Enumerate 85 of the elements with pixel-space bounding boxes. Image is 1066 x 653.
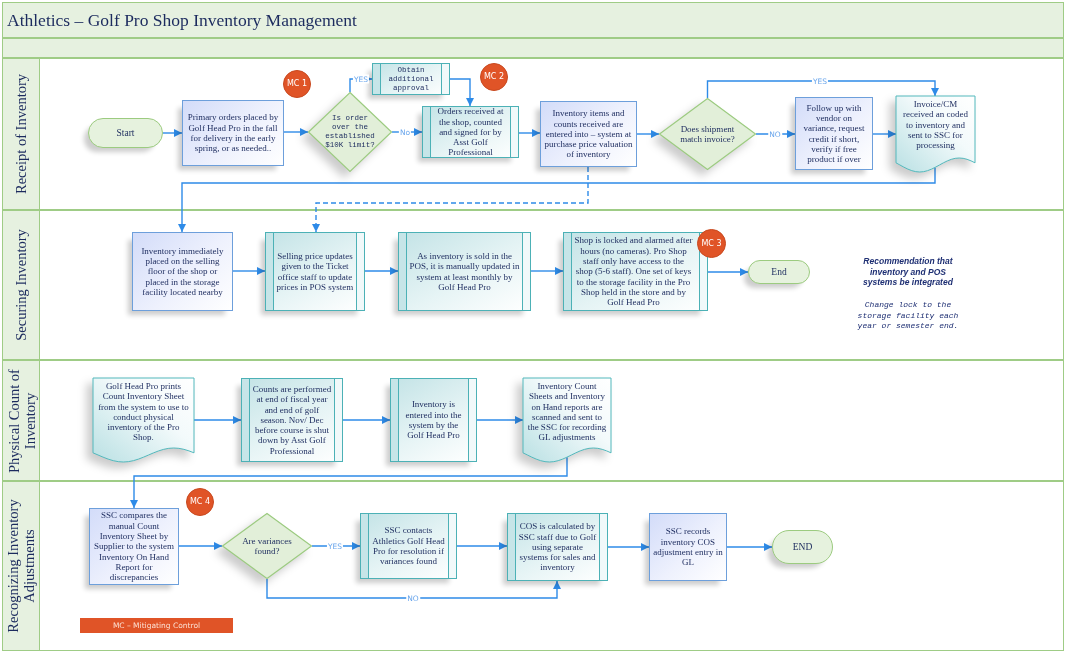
process-box	[540, 101, 637, 167]
document-text: Inventory Count Sheets and Inventory on Hand reports are scanned and sent to the SSC for recording GL adjustments	[527, 381, 607, 443]
swimlane	[2, 360, 1064, 481]
decision-diamond	[659, 98, 756, 170]
decision-text: Are variances found?	[241, 535, 293, 557]
terminator-label: End	[771, 266, 787, 278]
mc-label: MC 3	[701, 238, 722, 249]
document-text: Golf Head Pro prints Count Inventory Sheet from the system to use to conduct physical inventory of the Pro Shop.	[97, 381, 190, 443]
step-text: Follow up with vendor on variance, request credit if short, verify if free product if over	[802, 102, 866, 165]
step-text: As inventory is sold in the POS, it is manually updated in system at least monthly by Golf Head Pro	[409, 250, 520, 293]
step-text: Counts are performed at end of fiscal year and end of golf season. Nov/ Dec before course is shut down by Asst Golf Professional	[252, 383, 332, 457]
lane-title: Receipt of Inventory	[13, 73, 29, 196]
mc-label: MC 2	[483, 72, 505, 82]
step-text: COS is calculated by SSC staff due to Golf using separate systems for sales and inventory	[518, 521, 597, 573]
document-shape	[93, 378, 194, 462]
arrow	[130, 456, 568, 509]
mc-circle	[697, 229, 726, 258]
step-text: SSC records inventory COS adjustment entry in GL	[653, 526, 723, 568]
arrow	[266, 578, 561, 599]
terminator	[748, 260, 810, 284]
arrow	[872, 130, 897, 138]
arrow	[283, 128, 309, 136]
mc-label: MC 1	[286, 79, 308, 89]
arrow	[706, 80, 939, 99]
process-box	[182, 100, 284, 166]
swimlane	[2, 210, 1064, 360]
subprocess-box	[507, 513, 608, 581]
step-text: Inventory items and counts received are entered into – system at purchase price valuation of inventory	[544, 108, 633, 160]
swimlane	[2, 58, 1064, 210]
arrow	[364, 267, 399, 275]
mc-label: MC 4	[189, 497, 211, 507]
subprocess-box	[390, 378, 477, 462]
arrow	[476, 416, 524, 424]
diagram-title: Athletics – Golf Pro Shop Inventory Management	[7, 10, 357, 30]
arrow	[636, 130, 660, 138]
step-text: Shop is locked and alarmed after hours (no cameras). Pro Shop staff only have access to the shop (5-6 staff). One set of keys to the storage facility in the Pro Shop held in the store and by Golf Head Pro	[574, 235, 693, 308]
subprocess-box	[265, 232, 365, 311]
decision-diamond	[222, 513, 312, 579]
step-text: Selling price updates given to the Ticket office staff to update prices in POS system	[276, 250, 354, 293]
arrow	[232, 267, 266, 275]
terminator-label: END	[792, 541, 813, 553]
step-text: Primary orders placed by Golf Head Pro in the fall for delivery in the early spring, or as needed..	[186, 112, 280, 154]
note-text: Recommendation that inventory and POS systems be integrated	[862, 256, 954, 288]
arrow	[518, 129, 541, 137]
swimlane	[2, 481, 1064, 651]
arrow	[342, 416, 391, 424]
mc-circle	[480, 63, 508, 91]
document-shape	[523, 378, 611, 462]
lane-title: Physical Count of Inventory	[5, 367, 37, 475]
subprocess-box	[422, 106, 519, 158]
decision-text: Does shipment match invoice?	[679, 123, 736, 145]
arrow	[726, 543, 773, 551]
subprocess-box	[241, 378, 343, 462]
step-text: Inventory immediately placed on the selling floor of the shop or placed in the storage facility located nearby	[140, 245, 225, 298]
arrow	[193, 416, 242, 424]
step-text: Inventory is entered into the system by the Golf Head Pro	[404, 399, 463, 441]
mc-circle	[186, 488, 214, 516]
mc-circle	[283, 70, 311, 98]
document-shape	[896, 96, 975, 172]
arrow	[607, 543, 650, 551]
dashed-arrow	[312, 166, 589, 233]
terminator	[88, 118, 163, 148]
document-text: Invoice/CM received an coded to inventory and sent to SSC for processing	[902, 99, 969, 151]
subprocess-box	[360, 513, 457, 579]
lane-title: Recognizing Inventory Adjustments	[5, 498, 37, 635]
arrow	[530, 267, 564, 275]
step-text: SSC contacts Athletics Golf Head Pro for resolution if variances found	[371, 525, 446, 567]
step-text: SSC compares the manual Count Inventory Sheet by Supplier to the system Inventory On Hand Report for discrepancies	[93, 510, 175, 583]
subprocess-box	[372, 63, 450, 95]
note-text: Change lock to the storage facility each year or semester end.	[856, 300, 960, 332]
arrow	[449, 78, 474, 107]
subprocess-box	[398, 232, 531, 311]
decision-diamond	[308, 92, 392, 172]
arrow	[456, 542, 508, 550]
process-box	[795, 97, 873, 170]
arrow	[178, 166, 936, 233]
arrow	[162, 129, 183, 137]
terminator	[772, 530, 833, 564]
terminator-label: Start	[116, 127, 135, 139]
process-box	[649, 513, 727, 581]
process-box	[132, 232, 233, 311]
arrow	[707, 268, 749, 276]
arrow	[178, 542, 223, 550]
lane-title: Securing Inventory	[13, 228, 29, 343]
step-text: Orders received at the shop, counted and signed for by Asst Golf Professional	[436, 106, 505, 158]
